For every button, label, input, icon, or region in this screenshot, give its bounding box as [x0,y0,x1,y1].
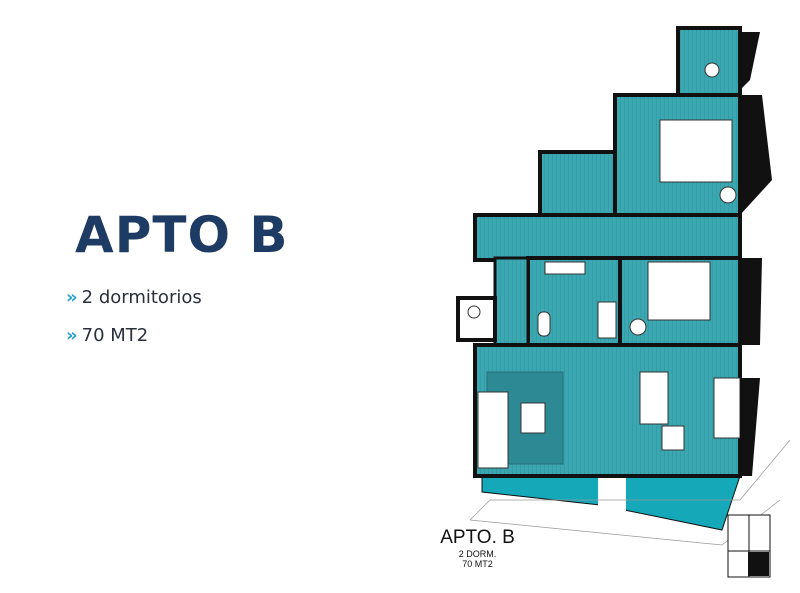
locator-map [727,514,771,578]
feature-text: 70 MT2 [81,325,149,346]
exterior-wall [740,378,760,476]
sofa [477,391,509,469]
feature-text: 2 dormitorios [81,287,202,308]
toilet [537,311,551,337]
page-title: APTO B [75,206,289,264]
plan-label-area: 70 MT2 [462,559,493,569]
exterior-wall [740,32,760,90]
dining-table [639,371,669,425]
corridor [493,256,530,347]
bathroom-top [676,26,742,97]
chevron-icon: » [66,325,78,346]
laundry [538,150,617,217]
exterior-wall [740,95,772,215]
plan-label-name: APTO. B [440,527,515,548]
feature-area: »70 MT2 [66,325,148,346]
bed-1 [659,119,733,183]
plan-label: APTO. B 2 DORM. 70 MT2 [430,527,525,569]
bed-2 [647,261,711,321]
exterior-wall [740,258,762,345]
stove [661,425,685,451]
kitchen-counter [713,377,741,439]
chevron-icon: » [66,287,78,308]
coffee-table [520,402,546,434]
kitchenette [456,296,497,342]
feature-bedrooms: »2 dormitorios [66,287,202,308]
terrace-column [598,476,626,511]
hallway [473,213,742,262]
plan-label-bedrooms: 2 DORM. [458,549,497,559]
